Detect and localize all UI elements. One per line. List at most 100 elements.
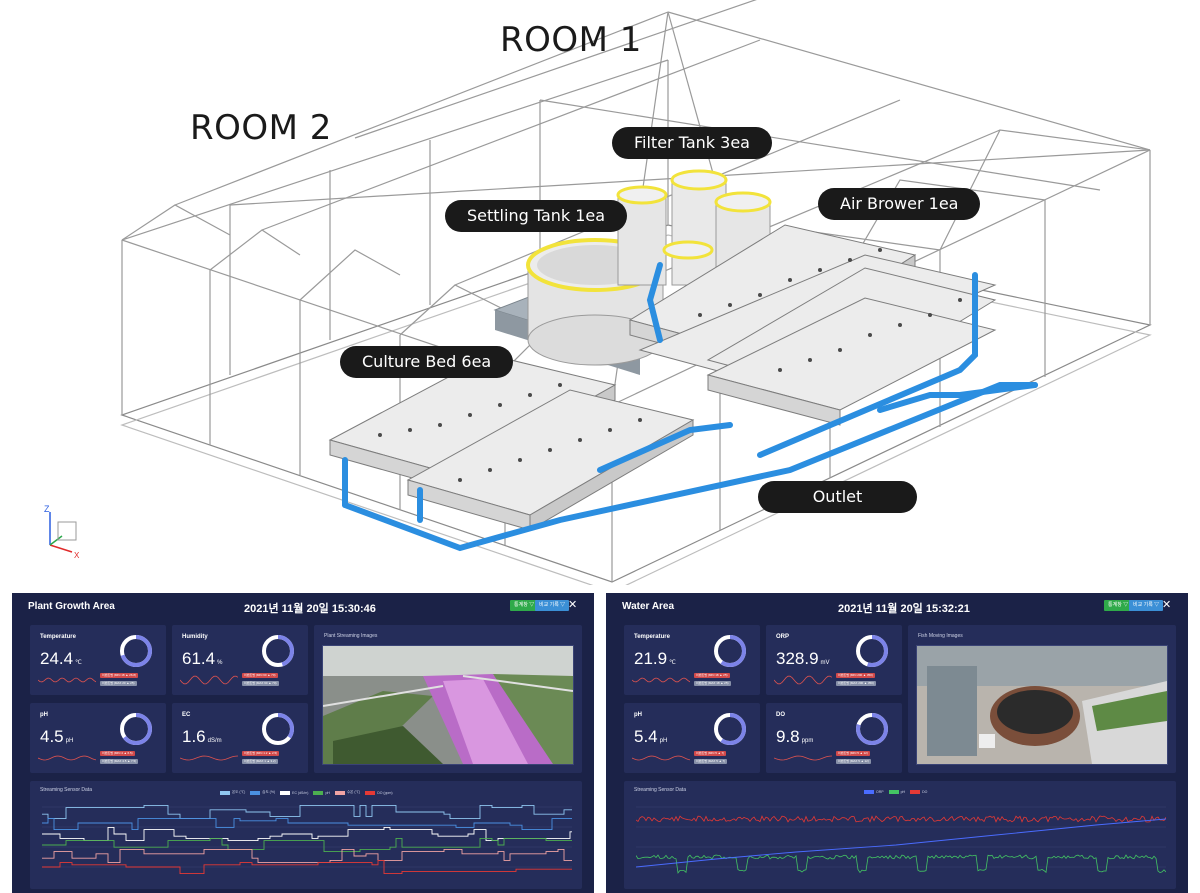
series-line (636, 818, 1166, 868)
legend-label: EC (dS/m) (292, 790, 309, 795)
gauge-ring (714, 713, 746, 745)
metric-unit: ppm (801, 738, 814, 744)
threshold-min-badge: 이벤트범 (MIN 18 ▲ 25) (694, 673, 730, 678)
series-line (636, 854, 1166, 874)
room-1-label: ROOM 1 (500, 20, 642, 60)
threshold-min-badge: 이벤트범 (MIN 1.2 ▲ 2.5) (242, 751, 280, 756)
sparkline (38, 677, 96, 683)
legend-label: ORP (876, 790, 884, 794)
series-line (636, 815, 1166, 823)
threshold-max-badge: 이벤트범 (MAX 4.5 ▲ 7.5) (100, 759, 139, 764)
legend-item[interactable]: EC (dS/m) (280, 790, 308, 795)
water-stream-chart (636, 806, 1166, 874)
metric-value: 61.4% (182, 649, 222, 669)
metric-label: EC (182, 712, 191, 718)
metric-unit: pH (659, 738, 668, 744)
filter-tank-callout: Filter Tank 3ea (612, 127, 772, 159)
water-stream-label: Streaming Sensor Data (634, 787, 686, 793)
metric-label: pH (40, 712, 48, 718)
water-dash-time: 2021년 11월 20일 15:32:21 (838, 603, 970, 615)
sparkline (180, 675, 238, 685)
axis-gizmo: Z X (44, 504, 80, 560)
legend-item[interactable]: 수온 (℃) (334, 790, 361, 795)
outlet-callout: Outlet (758, 481, 917, 513)
settling-tank-callout: Settling Tank 1ea (445, 200, 628, 232)
series-line (42, 848, 572, 864)
water-area-dashboard: Water Area 2021년 11월 20일 15:32:21 통계창 ▽ … (606, 593, 1188, 893)
threshold-min-badge: 이벤트범 (MIN 200 ▲ 350) (836, 673, 875, 678)
sparkline (774, 675, 832, 685)
sparkline-path (38, 677, 96, 683)
legend-item[interactable]: pH (888, 790, 906, 794)
legend-item[interactable]: DO (910, 790, 927, 794)
plant-close-icon[interactable]: ✕ (568, 599, 578, 611)
gauge-fill (856, 713, 888, 745)
plant-stream-label: Streaming Sensor Data (40, 787, 92, 793)
legend-item[interactable]: ORP (864, 790, 884, 794)
metric-label: Temperature (40, 634, 76, 640)
gauge-ring (120, 713, 152, 745)
gauge-ring (262, 713, 294, 745)
plant-compare-button[interactable]: 비교 기록 ▽ (535, 600, 570, 611)
sparkline (38, 755, 96, 761)
series-line (42, 837, 572, 853)
water-stream-legend: ORP pH DO (864, 790, 927, 794)
metric-number: 61.4 (182, 649, 216, 668)
axis-z-label: Z (44, 504, 50, 514)
gauge-fill (262, 713, 294, 745)
plant-stats-button[interactable]: 통계창 ▽ (510, 600, 539, 611)
legend-swatch (220, 790, 230, 795)
threshold-max-badge: 이벤트범 (MAX 1 ▲ 3.2) (242, 759, 278, 764)
gauge-fill (714, 635, 746, 667)
water-compare-button[interactable]: 비교 기록 ▽ (1129, 600, 1164, 611)
series-line (42, 804, 572, 820)
water-close-icon[interactable]: ✕ (1162, 599, 1172, 611)
legend-item[interactable]: 습도 (%) (250, 790, 275, 795)
series-line (42, 859, 572, 875)
metric-number: 5.4 (634, 727, 658, 746)
room-2-label: ROOM 2 (190, 108, 332, 148)
legend-label: pH (325, 790, 330, 795)
sparkline-path (180, 755, 238, 761)
water-stream-card: Streaming Sensor Data ORP pH DO (624, 781, 1176, 889)
sparkline-path (180, 675, 238, 685)
water-dash-title: Water Area (622, 601, 675, 612)
metric-number: 328.9 (776, 649, 819, 668)
sparkline-path (774, 755, 832, 761)
legend-item[interactable]: pH (313, 790, 330, 795)
metric-value: 21.9℃ (634, 649, 676, 669)
plant-stream-legend: 온도 (℃) 습도 (%) EC (dS/m) pH 수온 (℃) DO (ppm) (220, 790, 393, 795)
threshold-max-badge: 이벤트범 (MAX 60 ▲ 70) (242, 681, 279, 686)
culture-bed-callout: Culture Bed 6ea (340, 346, 514, 378)
legend-label: DO (922, 790, 928, 794)
plant-streaming-image (322, 645, 574, 765)
legend-swatch (280, 790, 291, 795)
metric-unit: dS/m (207, 738, 222, 744)
plant-stream-card: Streaming Sensor Data 온도 (℃) 습도 (%) EC (dS… (30, 781, 582, 889)
legend-label: 수온 (℃) (346, 790, 361, 794)
legend-swatch (910, 790, 921, 794)
legend-item[interactable]: 온도 (℃) (220, 790, 245, 795)
legend-label: pH (900, 790, 906, 794)
metric-unit: ℃ (669, 660, 676, 666)
metric-unit: mV (820, 660, 830, 666)
air-brower-callout: Air Brower 1ea (818, 188, 981, 220)
gauge-fill (262, 635, 294, 667)
gauge-ring (856, 713, 888, 745)
legend-swatch (313, 790, 324, 795)
threshold-max-badge: 이벤트범 (MAX 20 ▲ 25) (100, 681, 137, 686)
legend-swatch (250, 790, 261, 795)
threshold-min-badge: 이벤트범 (MIN 18 ▲ 26.8) (100, 673, 139, 678)
water-stats-button[interactable]: 통계창 ▽ (1104, 600, 1133, 611)
legend-item[interactable]: DO (ppm) (365, 790, 393, 795)
